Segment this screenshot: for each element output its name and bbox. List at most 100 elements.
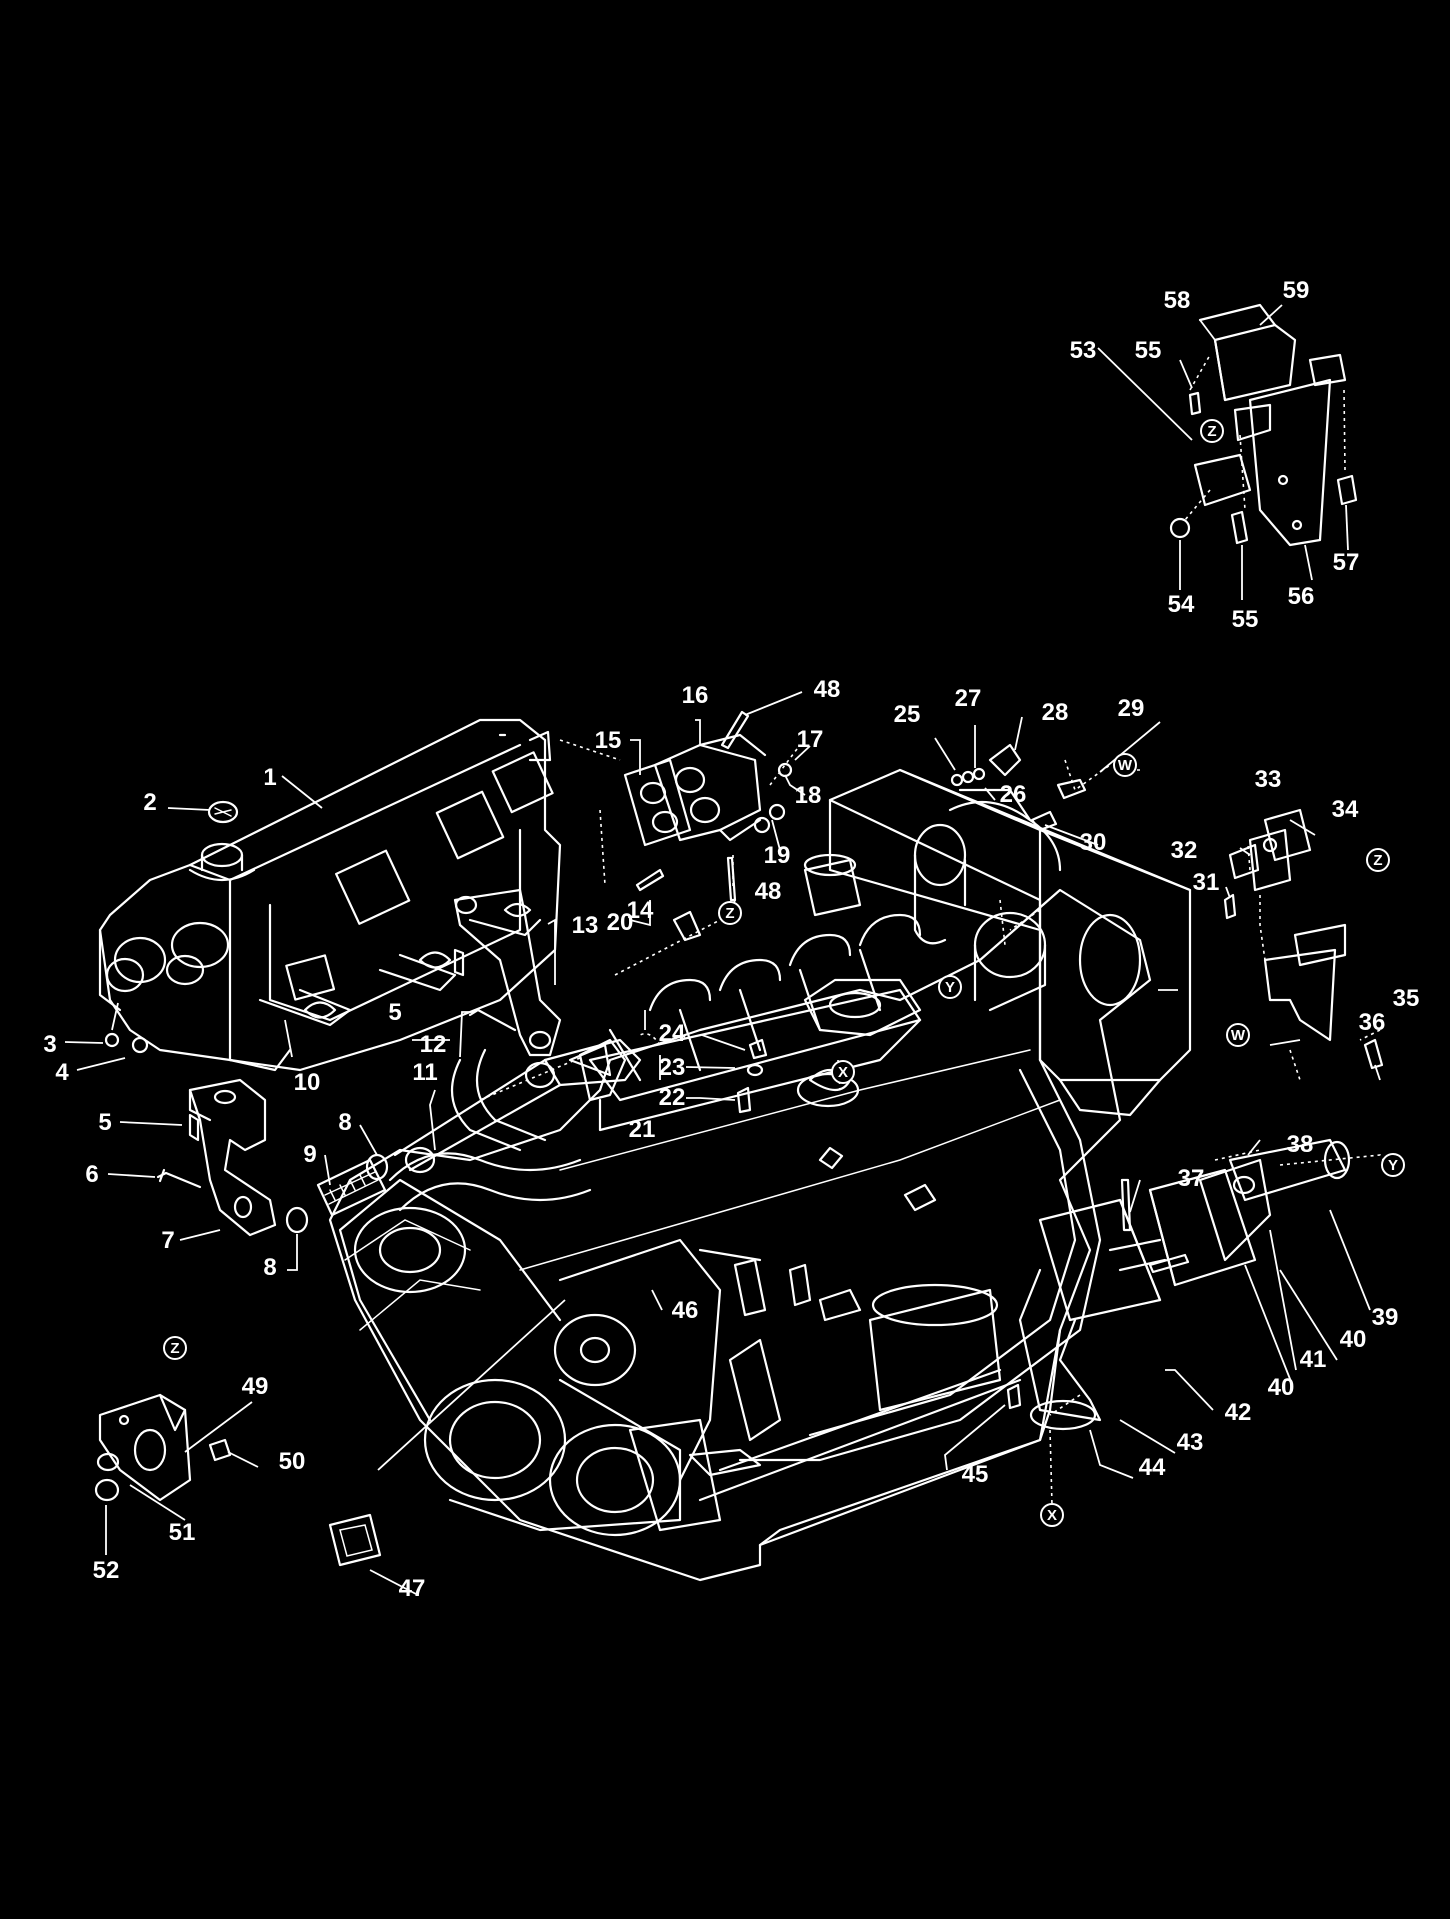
reference-marker-w2: W	[1226, 1023, 1250, 1047]
part-5-6-bolts	[156, 1113, 202, 1189]
callout-5-upper: 5	[388, 999, 401, 1026]
callout-59: 59	[1283, 277, 1310, 304]
part-7-mount-bracket	[188, 1078, 277, 1237]
reference-marker-z2: Z	[1366, 848, 1390, 872]
callout-51: 51	[169, 1519, 196, 1546]
parts-31-36-bracket	[1223, 808, 1384, 1070]
callout-43: 43	[1177, 1429, 1204, 1456]
parts-37-43-exhaust-elbow	[1006, 1138, 1351, 1431]
callout-27: 27	[955, 685, 982, 712]
callout-7: 7	[161, 1227, 174, 1254]
callout-14: 14	[627, 897, 654, 924]
svg-text:X: X	[1047, 1507, 1057, 1524]
svg-text:Z: Z	[1207, 423, 1216, 440]
callout-18: 18	[795, 782, 822, 809]
callout-39: 39	[1372, 1304, 1399, 1331]
callout-17: 17	[797, 726, 824, 753]
callout-30: 30	[1080, 829, 1107, 856]
callout-40-lower: 40	[1268, 1374, 1295, 1401]
callout-15: 15	[595, 727, 622, 754]
callout-11: 11	[412, 1059, 437, 1086]
callout-50: 50	[279, 1448, 306, 1475]
callout-45: 45	[962, 1461, 989, 1488]
part-11-hose	[393, 1038, 642, 1174]
part-14-17-18-19-fasteners	[635, 710, 793, 942]
callout-55-upper: 55	[1135, 337, 1162, 364]
reference-marker-w1: W	[1113, 753, 1137, 777]
callout-10: 10	[294, 1069, 321, 1096]
callout-52: 52	[93, 1557, 120, 1584]
parts-49-52-mount	[94, 1393, 232, 1502]
callout-20: 20	[607, 909, 634, 936]
callout-54: 54	[1168, 591, 1195, 618]
callout-55-lower: 55	[1232, 606, 1259, 633]
callout-22: 22	[659, 1084, 686, 1111]
callout-36: 36	[1359, 1009, 1386, 1036]
part-16-elbow-housing	[653, 733, 767, 842]
reference-marker-y2: Y	[1381, 1153, 1405, 1177]
callout-48-lower: 48	[755, 878, 782, 905]
callout-4: 4	[55, 1059, 69, 1086]
callout-24: 24	[659, 1020, 686, 1047]
svg-text:Z: Z	[725, 905, 734, 922]
svg-text:Y: Y	[1388, 1157, 1398, 1174]
callout-46: 46	[672, 1297, 699, 1324]
callout-26: 26	[1000, 781, 1027, 808]
part-3-4-fasteners	[104, 1032, 149, 1054]
callout-16: 16	[682, 682, 709, 709]
callout-34: 34	[1332, 796, 1359, 823]
callout-58: 58	[1164, 287, 1191, 314]
callout-38: 38	[1287, 1131, 1314, 1158]
reference-marker-x2: X	[1040, 1503, 1064, 1527]
callout-42: 42	[1225, 1399, 1252, 1426]
callout-23: 23	[659, 1054, 686, 1081]
callout-13: 13	[572, 912, 599, 939]
callout-40-upper: 40	[1340, 1326, 1367, 1353]
callout-37: 37	[1178, 1165, 1205, 1192]
callout-35: 35	[1393, 985, 1420, 1012]
callout-9: 9	[303, 1141, 316, 1168]
callout-28: 28	[1042, 699, 1069, 726]
callout-8-upper: 8	[338, 1109, 351, 1136]
part-2-filler-cap	[188, 800, 256, 881]
leader-lines	[64, 304, 1381, 1595]
assembly-dashed-lines	[479, 354, 1391, 1506]
svg-text:X: X	[838, 1064, 848, 1081]
callout-8-lower: 8	[263, 1254, 276, 1281]
svg-text:Z: Z	[1373, 852, 1382, 869]
callout-19: 19	[764, 842, 791, 869]
reference-marker-z4: Z	[1200, 419, 1224, 443]
callout-33: 33	[1255, 766, 1282, 793]
reference-marker-z1: Z	[718, 901, 742, 925]
reference-marker-x1: X	[831, 1060, 855, 1084]
part-13-bracket	[453, 888, 562, 1057]
callout-2: 2	[143, 789, 156, 816]
part-9-strainer	[316, 1158, 387, 1217]
callout-5-left: 5	[98, 1109, 111, 1136]
reference-marker-z3: Z	[163, 1336, 187, 1360]
callout-44: 44	[1139, 1454, 1166, 1481]
callout-29: 29	[1118, 695, 1145, 722]
callout-53: 53	[1070, 337, 1097, 364]
callout-56: 56	[1288, 583, 1315, 610]
callout-48-upper: 48	[814, 676, 841, 703]
callout-12: 12	[420, 1031, 447, 1058]
svg-text:W: W	[1231, 1027, 1246, 1044]
callout-31: 31	[1193, 869, 1220, 896]
callout-6: 6	[85, 1161, 98, 1188]
part-1-exhaust-manifold	[98, 718, 562, 1072]
callout-3: 3	[43, 1031, 56, 1058]
svg-text:Y: Y	[945, 979, 955, 996]
parts-21-24	[578, 1038, 768, 1114]
callout-21: 21	[629, 1116, 656, 1143]
callout-labels: 1 2 3 4 5 5 6 7 8 8 9 10 11 12 13 14 15 …	[43, 277, 1419, 1602]
svg-text:W: W	[1118, 757, 1133, 774]
callout-41: 41	[1300, 1346, 1327, 1373]
callout-1: 1	[263, 764, 276, 791]
svg-text:Z: Z	[170, 1340, 179, 1357]
part-5-12-bolts	[453, 948, 517, 1032]
reference-marker-y1: Y	[938, 975, 962, 999]
parts-53-59-bracket	[1169, 303, 1358, 547]
callout-47: 47	[399, 1575, 426, 1602]
